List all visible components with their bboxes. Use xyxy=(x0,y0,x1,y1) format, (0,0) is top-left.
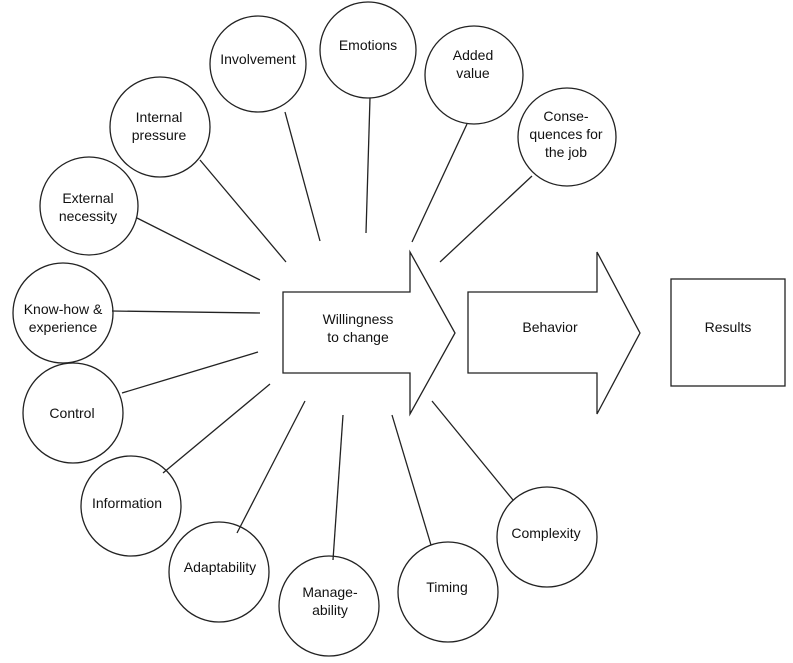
factor-circle-timing xyxy=(397,541,499,643)
results-box-shape xyxy=(670,278,786,387)
factor-circle-know-how xyxy=(12,262,114,364)
willingness-label: Willingness to change xyxy=(322,311,394,345)
factor-label-control: Control xyxy=(49,405,95,421)
factor-circle-added-value xyxy=(424,25,524,125)
factor-circle-control xyxy=(22,362,124,464)
factor-label-added-value: Added value xyxy=(452,47,494,81)
connector-timing xyxy=(391,414,432,546)
behavior-label: Behavior xyxy=(522,319,578,335)
factor-circle-involvement xyxy=(209,15,307,113)
connector-manageability xyxy=(332,414,344,561)
connector-consequences xyxy=(439,175,533,263)
factor-label-external-necessity: External necessity xyxy=(58,190,118,224)
factor-circle-manageability xyxy=(278,555,380,657)
connector-know-how xyxy=(111,310,261,314)
factor-label-timing: Timing xyxy=(426,579,468,595)
factor-circle-adaptability xyxy=(168,521,270,623)
factor-circle-internal-pressure xyxy=(109,76,211,178)
factor-label-internal-pressure: Internal pressure xyxy=(131,109,187,143)
behavior-arrow-shape xyxy=(467,251,641,415)
factor-label-information: Information xyxy=(91,495,163,511)
factor-label-involvement: Involvement xyxy=(220,51,296,67)
connector-emotions xyxy=(365,97,371,234)
factor-circle-external-necessity xyxy=(39,156,139,256)
factor-circle-consequences xyxy=(517,87,617,187)
factor-label-adaptability: Adaptability xyxy=(183,559,257,575)
factor-circle-information xyxy=(80,455,182,557)
connector-adaptability xyxy=(236,400,306,534)
results-label: Results xyxy=(704,319,752,335)
factor-label-complexity: Complexity xyxy=(511,525,581,541)
connector-involvement xyxy=(284,111,321,242)
connector-internal-pressure xyxy=(199,159,287,263)
factor-label-consequences: Conse- quences for the job xyxy=(529,108,603,160)
willingness-arrow-shape xyxy=(282,249,456,417)
connector-external-necessity xyxy=(136,217,261,281)
connector-information xyxy=(162,383,271,474)
factor-label-emotions: Emotions xyxy=(338,37,398,53)
factor-circle-emotions xyxy=(319,1,417,99)
factor-label-know-how: Know-how & experience xyxy=(23,301,103,335)
connector-control xyxy=(121,351,259,394)
connector-added-value xyxy=(411,123,468,243)
connector-complexity xyxy=(431,400,514,501)
factor-label-manageability: Manage- ability xyxy=(302,584,358,618)
factor-circle-complexity xyxy=(496,486,598,588)
